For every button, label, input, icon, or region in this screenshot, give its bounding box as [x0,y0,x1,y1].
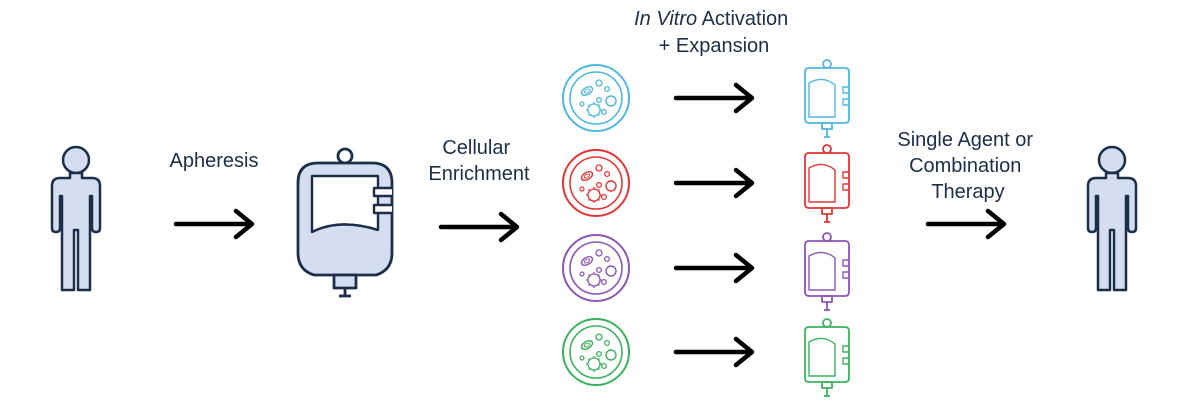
lane-1-arrow-icon [676,85,752,111]
patient-left-person-icon [50,145,102,292]
therapy-label: Single Agent or Combination Therapy [897,129,1038,203]
in-vitro-label: In Vitro [634,8,697,30]
lane-3 [562,232,850,311]
activation-label: Activation [697,8,788,30]
infusion-bag-icon [804,59,850,138]
infusion-bag-icon [804,318,850,397]
petri-dish-icon [562,64,630,132]
apheresis-arrow-icon [176,211,252,237]
cellular-enrichment-line1: Cellular [442,137,510,159]
lane-3-arrow-icon [676,255,752,281]
lane-4 [562,318,850,397]
therapy-arrow-icon [928,211,1004,237]
infusion-bag-icon [804,144,850,223]
lane-4-arrow-icon [676,339,752,365]
petri-dish-icon [562,318,630,386]
cellular-enrichment-label: Cellular Enrichment [428,137,530,185]
petri-dish-icon [562,149,630,217]
petri-dish-icon [562,234,630,302]
blood-bag-iv-bag-icon [296,147,394,298]
lane-2 [562,144,850,223]
therapy-line2: Combination [909,155,1021,177]
lane-1 [562,59,850,138]
infusion-bag-icon [804,232,850,311]
cellular-enrichment-line2: Enrichment [428,163,530,185]
enrichment-arrow-icon [441,214,517,240]
patient-right-person-icon [1086,145,1138,292]
therapy-line3: Therapy [931,181,1004,203]
lane-2-arrow-icon [676,170,752,196]
activation-expansion-label: In Vitro Activation + Expansion [634,8,794,57]
therapy-line1: Single Agent or [897,129,1033,151]
expansion-label: + Expansion [659,35,770,57]
apheresis-label: Apheresis [170,150,259,172]
